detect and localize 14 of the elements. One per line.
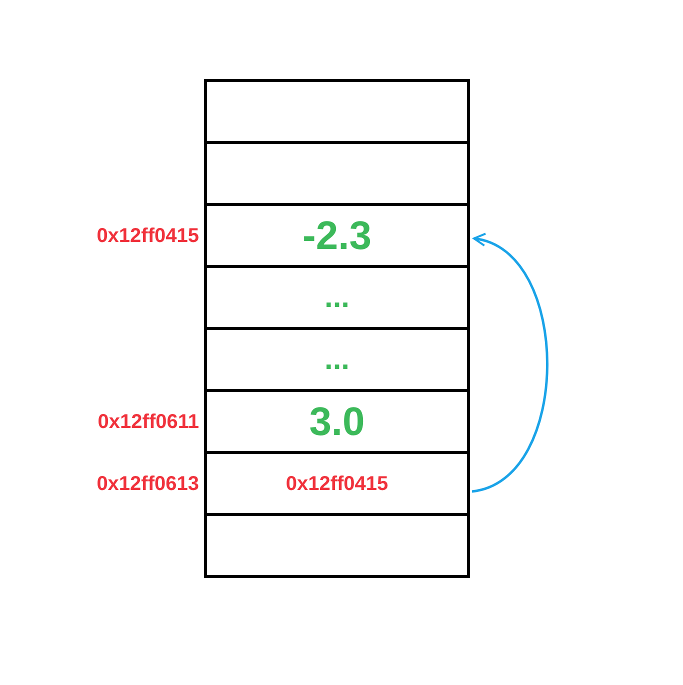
cell-value: 3.0: [309, 402, 365, 442]
cell-value: ...: [324, 344, 350, 374]
cell-value: ...: [324, 282, 350, 312]
memory-cell: [204, 265, 470, 330]
memory-cell: [204, 141, 470, 206]
memory-cell: [204, 79, 470, 144]
memory-cell: [204, 327, 470, 392]
cell-value: -2.3: [302, 216, 372, 256]
memory-cell: [204, 513, 470, 578]
address-label: 0x12ff0611: [98, 410, 199, 434]
address-label: 0x12ff0613: [96, 472, 199, 496]
address-label: 0x12ff0415: [96, 224, 199, 248]
curved-arrow: [472, 235, 548, 493]
cell-value: 0x12ff0415: [286, 472, 388, 496]
